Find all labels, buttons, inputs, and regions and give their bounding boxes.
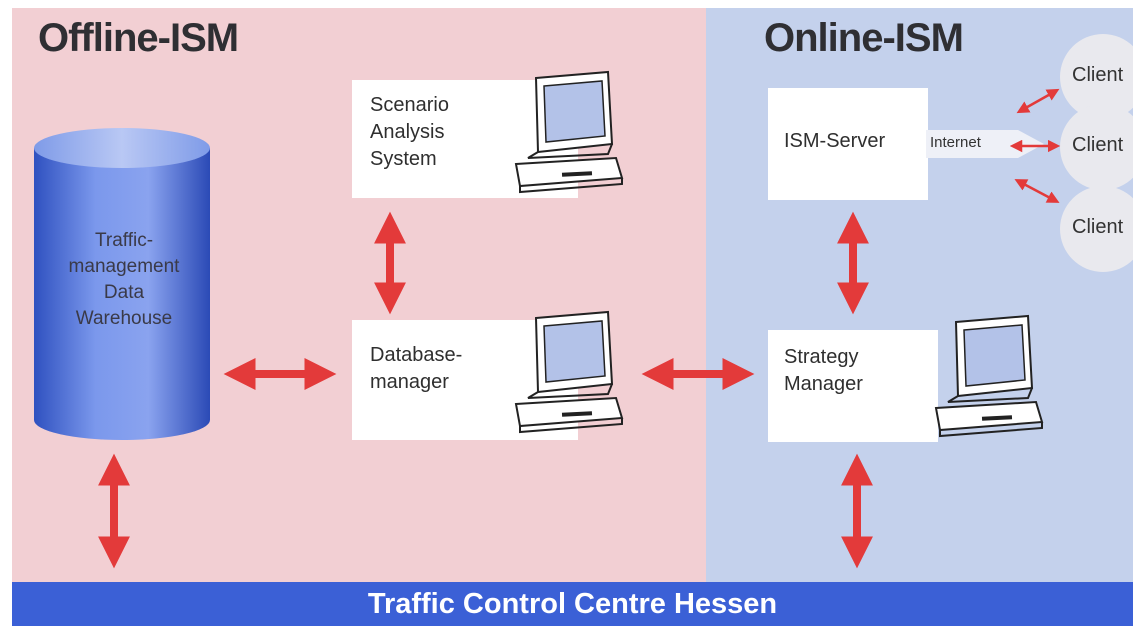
computer-icon (934, 314, 1044, 438)
strategy-manager-box: Strategy Manager (768, 330, 938, 442)
client-label: Client (1072, 64, 1124, 86)
database-line: manager (370, 371, 449, 393)
data-warehouse-line: Warehouse (75, 308, 173, 329)
scenario-analysis-label: Scenario Analysis System (370, 92, 449, 173)
database-manager-label: Database- manager (370, 342, 462, 396)
computer-icon (514, 70, 624, 194)
client-node: Client (1060, 186, 1133, 272)
strategy-line: Manager (784, 373, 863, 395)
footer-banner: Traffic Control Centre Hessen (12, 582, 1133, 626)
data-warehouse-line: Traffic- (94, 230, 154, 251)
strategy-manager-label: Strategy Manager (784, 344, 863, 398)
internet-label: Internet (930, 134, 981, 151)
client-label: Client (1072, 216, 1124, 238)
data-warehouse-line: management (68, 256, 180, 277)
client-node: Client (1060, 104, 1133, 190)
ism-server-box: ISM-Server (768, 88, 928, 200)
computer-icon (514, 310, 624, 434)
strategy-line: Strategy (784, 346, 859, 368)
ism-server-label: ISM-Server (784, 130, 886, 152)
footer-title: Traffic Control Centre Hessen (367, 588, 778, 620)
scenario-line: Scenario (370, 94, 449, 116)
database-line: Database- (370, 344, 463, 366)
data-warehouse-label: Traffic- management Data Warehouse (40, 228, 208, 332)
offline-ism-title: Offline-ISM (38, 16, 239, 60)
arrow-internet-client-3 (1014, 179, 1060, 203)
scenario-line: Analysis (370, 121, 445, 143)
data-warehouse-line: Data (103, 282, 145, 303)
client-label: Client (1072, 134, 1124, 156)
arrow-internet-client-1 (1016, 88, 1060, 114)
online-ism-title: Online-ISM (764, 16, 964, 60)
scenario-line: System (370, 148, 437, 170)
